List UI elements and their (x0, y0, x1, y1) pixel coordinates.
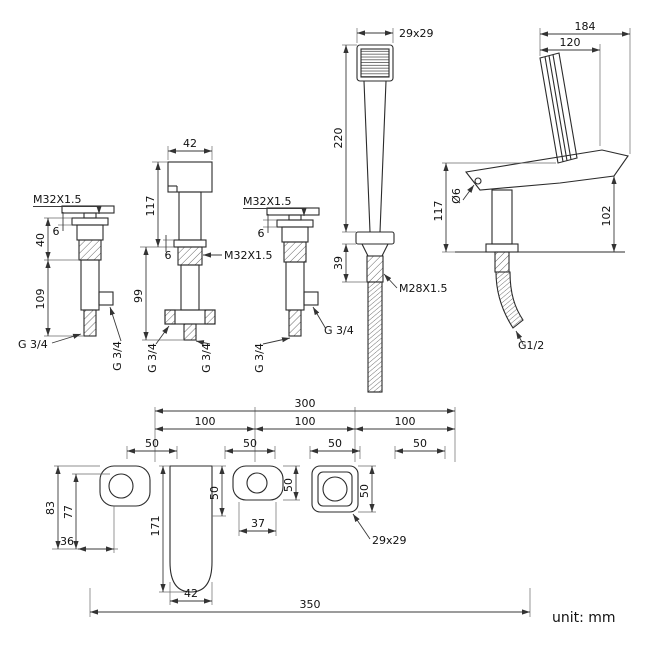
dim-label-thread-handshower: M28X1.5 (399, 282, 448, 295)
holder-side-dimensions: 184 120 117 Ø6 102 G1/2 (432, 20, 631, 352)
dim-label-83: 83 (44, 501, 57, 515)
spout-drawing (164, 161, 216, 341)
valve-right-dimensions: M32X1.5 6 G 3/4 G 3/4 (243, 195, 354, 373)
dim-label-g34-valve-right-side: G 3/4 (324, 324, 354, 337)
dim-label-thread-valve-right: M32X1.5 (243, 195, 292, 208)
dim-label-g34-valve-left-side: G 3/4 (111, 341, 124, 371)
dim-label-99: 99 (132, 289, 145, 303)
dim-label-300: 300 (295, 397, 316, 410)
dim-label-collar-valve-left: 6 (53, 225, 60, 238)
dim-label-50-w3: 50 (328, 437, 342, 450)
valve-left-dimensions: M32X1.5 6 40 109 G 3/4 G 3/4 (18, 193, 124, 371)
dim-label-g34-spout-left: G 3/4 (146, 343, 159, 373)
dim-label-100-a: 100 (195, 415, 216, 428)
dim-label-29x29-head: 29x29 (399, 27, 434, 40)
dim-label-42-plan: 42 (184, 587, 198, 600)
dim-label-37: 37 (251, 517, 265, 530)
dim-label-g34-valve-right-bottom: G 3/4 (253, 343, 266, 373)
valve-left-drawing (61, 205, 115, 337)
dim-label-50-w2: 50 (243, 437, 257, 450)
dim-label-117-holder: 117 (432, 201, 445, 222)
holder-side-view-drawing (455, 52, 629, 329)
unit-note: unit: mm (552, 610, 616, 626)
dim-label-40: 40 (34, 233, 47, 247)
dim-label-50-w4: 50 (413, 437, 427, 450)
dim-label-50-w1: 50 (145, 437, 159, 450)
plan-view-dimensions: 300 100 100 100 50 50 50 50 83 77 36 (44, 397, 531, 617)
dim-label-collar-valve-right: 6 (258, 227, 265, 240)
dim-label-100-b: 100 (295, 415, 316, 428)
dim-label-collar-spout: 6 (165, 249, 172, 262)
dim-label-hole-dia: Ø6 (450, 188, 463, 204)
dim-label-29x29-plan: 29x29 (372, 534, 407, 547)
dim-label-220: 220 (332, 128, 345, 149)
dim-label-117-spout: 117 (144, 196, 157, 217)
dim-label-50-mid: 50 (282, 478, 295, 492)
dim-label-120: 120 (560, 36, 581, 49)
dim-label-100-c: 100 (395, 415, 416, 428)
spout-dimensions: 42 117 6 99 M32X1.5 G 3/4 G 3/4 (132, 137, 273, 373)
valve-right-drawing (266, 207, 320, 337)
handshower-drawing (355, 44, 395, 393)
dim-label-50-right: 50 (358, 484, 371, 498)
dim-label-171: 171 (149, 516, 162, 537)
dim-label-109: 109 (34, 289, 47, 310)
plan-view-drawing (99, 465, 359, 593)
dim-label-184: 184 (575, 20, 596, 33)
dim-label-thread-spout: M32X1.5 (224, 249, 273, 262)
dim-label-77: 77 (62, 505, 75, 519)
dim-label-thread-valve-left: M32X1.5 (33, 193, 82, 206)
dim-label-g34-spout-right: G 3/4 (200, 343, 213, 373)
dim-label-39: 39 (332, 256, 345, 270)
handshower-dimensions: 29x29 220 39 M28X1.5 (332, 27, 448, 295)
dim-label-102: 102 (600, 206, 613, 227)
dim-label-g34-valve-left-bottom: G 3/4 (18, 338, 48, 351)
dim-label-42-spout: 42 (183, 137, 197, 150)
dim-label-50-spout: 50 (208, 486, 221, 500)
dim-label-36: 36 (60, 535, 74, 548)
dim-label-g12-hose: G1/2 (518, 339, 544, 352)
dim-label-350: 350 (300, 598, 321, 611)
